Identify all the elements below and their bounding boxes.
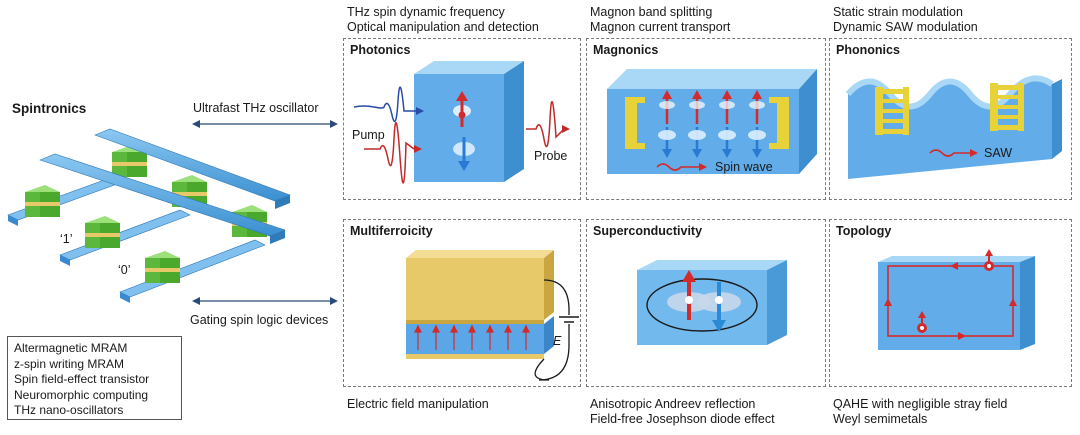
pump-label: Pump xyxy=(352,128,385,142)
spin-down-arrow xyxy=(688,127,706,158)
saw-label: SAW xyxy=(984,146,1013,160)
spin-up-arrow xyxy=(984,249,994,271)
magnonics-caption-1: Magnon band splitting xyxy=(590,5,713,19)
spin-down-arrow xyxy=(658,127,676,158)
application-item: Spin field-effect transistor xyxy=(14,372,150,386)
cube-front xyxy=(414,74,504,182)
top-electrode xyxy=(406,258,544,320)
multiferroicity-title: Multiferroicity xyxy=(350,224,433,238)
superconductivity-caption-1: Anisotropic Andreev reflection xyxy=(590,397,756,411)
multiferroicity-caption-1: Electric field manipulation xyxy=(347,397,489,411)
double-arrow-icon xyxy=(192,297,338,305)
photonics-caption-2: Optical manipulation and detection xyxy=(347,20,539,34)
probe-label: Probe xyxy=(534,149,568,163)
bottom-rail xyxy=(119,239,266,298)
topology-panel: Topology xyxy=(829,219,1072,387)
mtj-pillar xyxy=(85,216,120,248)
connector-bottom-label: Gating spin logic devices xyxy=(190,313,329,327)
applications-box: Altermagnetic MRAM z-spin writing MRAM S… xyxy=(7,336,182,420)
topology-caption-2: Weyl semimetals xyxy=(833,412,928,426)
idt-electrode-right xyxy=(990,83,1024,131)
mtj-pillar xyxy=(112,145,147,177)
spin-up-arrow xyxy=(917,311,927,333)
application-item: z-spin writing MRAM xyxy=(14,356,125,371)
topology-caption-1: QAHE with negligible stray field xyxy=(833,397,1008,411)
spin-up-arrow xyxy=(749,90,765,124)
mtj-pillar xyxy=(145,251,180,283)
phononics-title: Phononics xyxy=(836,43,900,57)
mtj-pillar xyxy=(25,185,60,217)
application-item: THz nano-oscillators xyxy=(14,403,124,417)
phononics-caption-1: Static strain modulation xyxy=(833,5,963,19)
label-zero: ‘0’ xyxy=(118,263,131,277)
spin-up-arrow xyxy=(689,90,705,124)
photonics-title: Photonics xyxy=(350,43,411,57)
phononics-caption-2: Dynamic SAW modulation xyxy=(833,20,978,34)
ferroelectric-layer xyxy=(406,324,544,354)
photonics-panel: Photonics Pump Probe xyxy=(343,38,581,200)
field-label: E xyxy=(553,334,562,348)
application-item: Altermagnetic MRAM xyxy=(14,341,128,355)
topology-title: Topology xyxy=(836,224,892,238)
superconductivity-title: Superconductivity xyxy=(593,224,703,238)
spintronics-crossbar-illustration xyxy=(7,128,291,303)
fermi-contour xyxy=(646,278,758,332)
spin-up-arrow xyxy=(719,90,735,124)
spin-down-arrow xyxy=(748,127,766,158)
label-one: ‘1’ xyxy=(60,232,73,246)
phononics-panel: Phononics SAW xyxy=(829,38,1072,200)
connector-top-label: Ultrafast THz oscillator xyxy=(193,101,319,115)
superconductivity-panel: Superconductivity xyxy=(586,219,826,387)
cube-top xyxy=(414,61,524,74)
bottom-rail xyxy=(59,209,191,261)
spin-down-arrow xyxy=(718,127,736,158)
superconductivity-caption-2: Field-free Josephson diode effect xyxy=(590,412,775,426)
idt-electrode-left xyxy=(875,87,909,135)
application-item: Neuromorphic computing xyxy=(14,387,149,402)
magnonics-panel: Magnonics Spin wave xyxy=(586,38,826,200)
magnonics-caption-2: Magnon current transport xyxy=(590,20,731,34)
magnonics-title: Magnonics xyxy=(593,43,659,57)
photonics-caption-1: THz spin dynamic frequency xyxy=(347,5,505,19)
multiferroicity-panel: Multiferroicity E xyxy=(343,219,581,387)
double-arrow-icon xyxy=(192,120,338,128)
spin-up-arrow xyxy=(659,90,675,124)
spin-wave-label: Spin wave xyxy=(715,160,773,174)
spintronics-title: Spintronics xyxy=(12,101,87,116)
